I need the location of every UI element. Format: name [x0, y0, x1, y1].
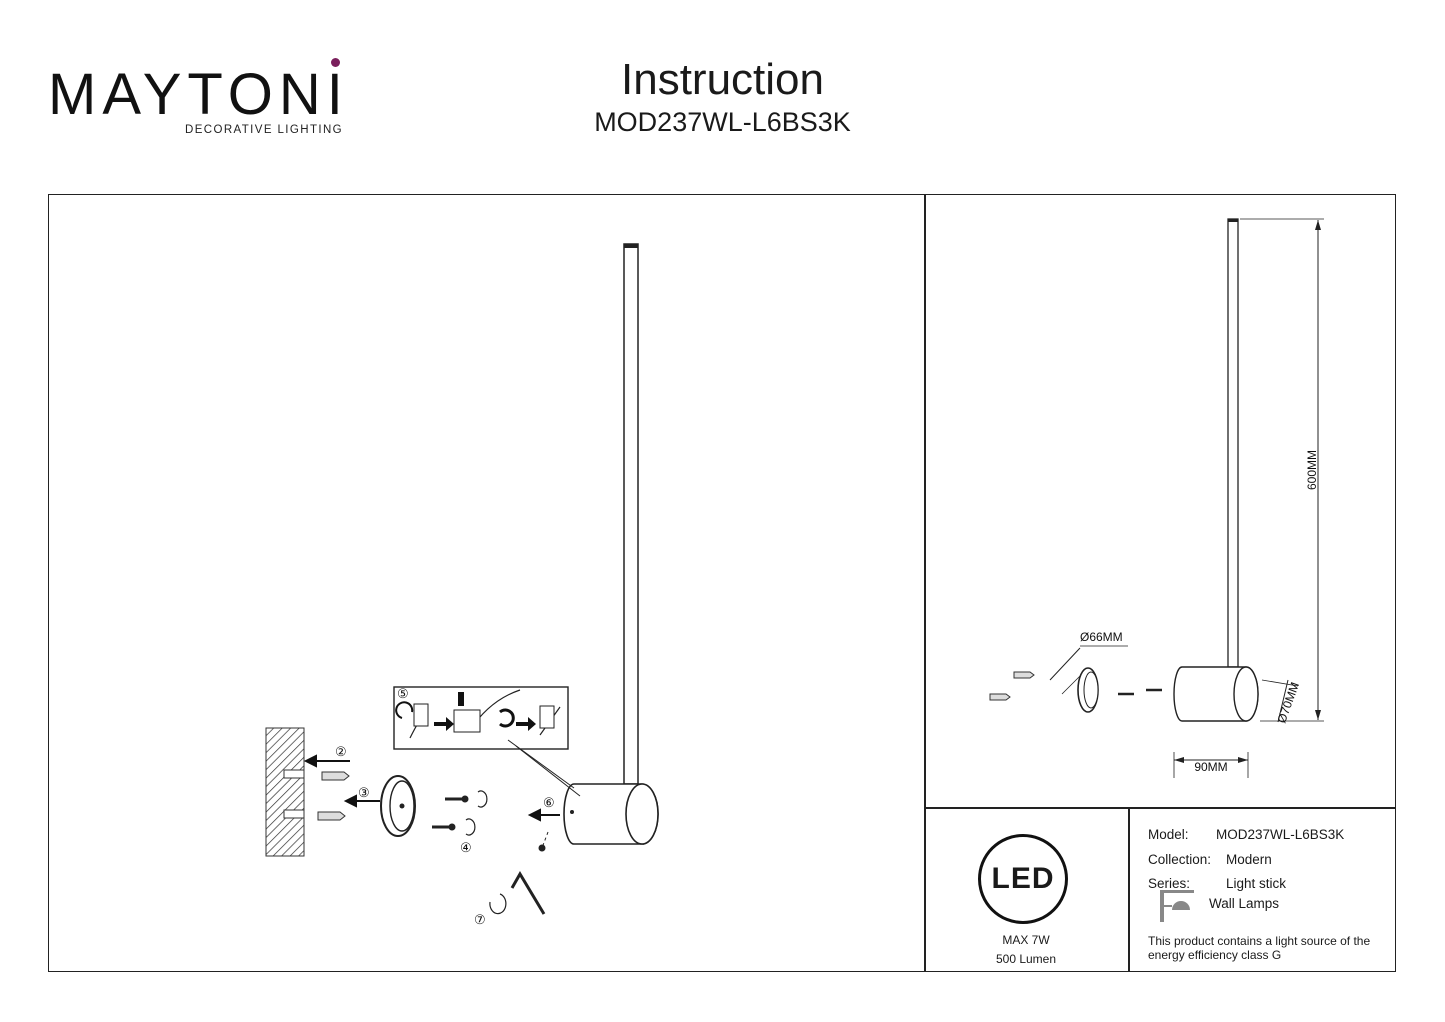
wall-section: [265, 727, 305, 857]
page-model: MOD237WL-L6BS3K: [594, 107, 851, 137]
dimension-drawing: [989, 218, 1324, 778]
wall-lamp-icon: [1160, 890, 1194, 922]
panel-divider-vertical: [924, 194, 926, 972]
step-6-label: ⑥: [543, 795, 555, 810]
spec-model-label: Model:: [1148, 827, 1189, 842]
brand-name: MAYTONI: [48, 62, 349, 127]
led-label: LED: [991, 862, 1055, 895]
brand-logo-dot: [331, 58, 340, 67]
spec-series-label: Series:: [1148, 876, 1191, 891]
spec-model-value: MOD237WL-L6BS3K: [1216, 827, 1345, 842]
screw-icon: [432, 790, 488, 836]
led-lumen: 500 Lumen: [995, 952, 1057, 966]
step-3-label: ③: [358, 785, 370, 800]
step-2-label: ②: [335, 744, 347, 759]
base-diameter-label: Ø66MM: [1080, 630, 1123, 644]
instruction-frame: [48, 194, 1396, 972]
step-labels: ② ③ ④ ⑤ ⑥ ⑦: [335, 686, 555, 927]
led-power: MAX 7W: [1002, 933, 1050, 947]
wall-anchor-icon: [317, 771, 350, 821]
spec-series-value: Light stick: [1226, 876, 1287, 891]
brand-tagline: DECORATIVE LIGHTING: [185, 124, 344, 136]
step-4-label: ④: [460, 840, 472, 855]
spec-divider-vertical: [1128, 807, 1130, 972]
page-title: Instruction: [621, 55, 824, 104]
panel-divider-horizontal: [924, 807, 1396, 809]
dimension-labels: 600MM Ø66MM Ø70MM 90MM: [1080, 450, 1319, 774]
hex-key-icon: [489, 831, 549, 915]
mounting-plate: [380, 775, 416, 837]
body-diameter-label: Ø70MM: [1274, 680, 1302, 725]
step-7-label: ⑦: [474, 912, 486, 927]
brand-logo: MAYTONI: [48, 60, 348, 140]
spec-collection-label: Collection:: [1148, 852, 1212, 867]
step-5-label: ⑤: [397, 686, 409, 701]
direction-arrows: [303, 754, 560, 822]
energy-efficiency-note: This product contains a light source of …: [1148, 934, 1371, 962]
luminaire-body: [563, 243, 659, 845]
height-dimension-label: 600MM: [1305, 450, 1319, 490]
spec-collection-value: Modern: [1226, 852, 1272, 867]
depth-dimension-label: 90MM: [1194, 760, 1227, 774]
led-badge: [978, 834, 1068, 924]
spec-type-value: Wall Lamps: [1209, 896, 1280, 911]
wiring-detail-inset: [393, 686, 581, 797]
